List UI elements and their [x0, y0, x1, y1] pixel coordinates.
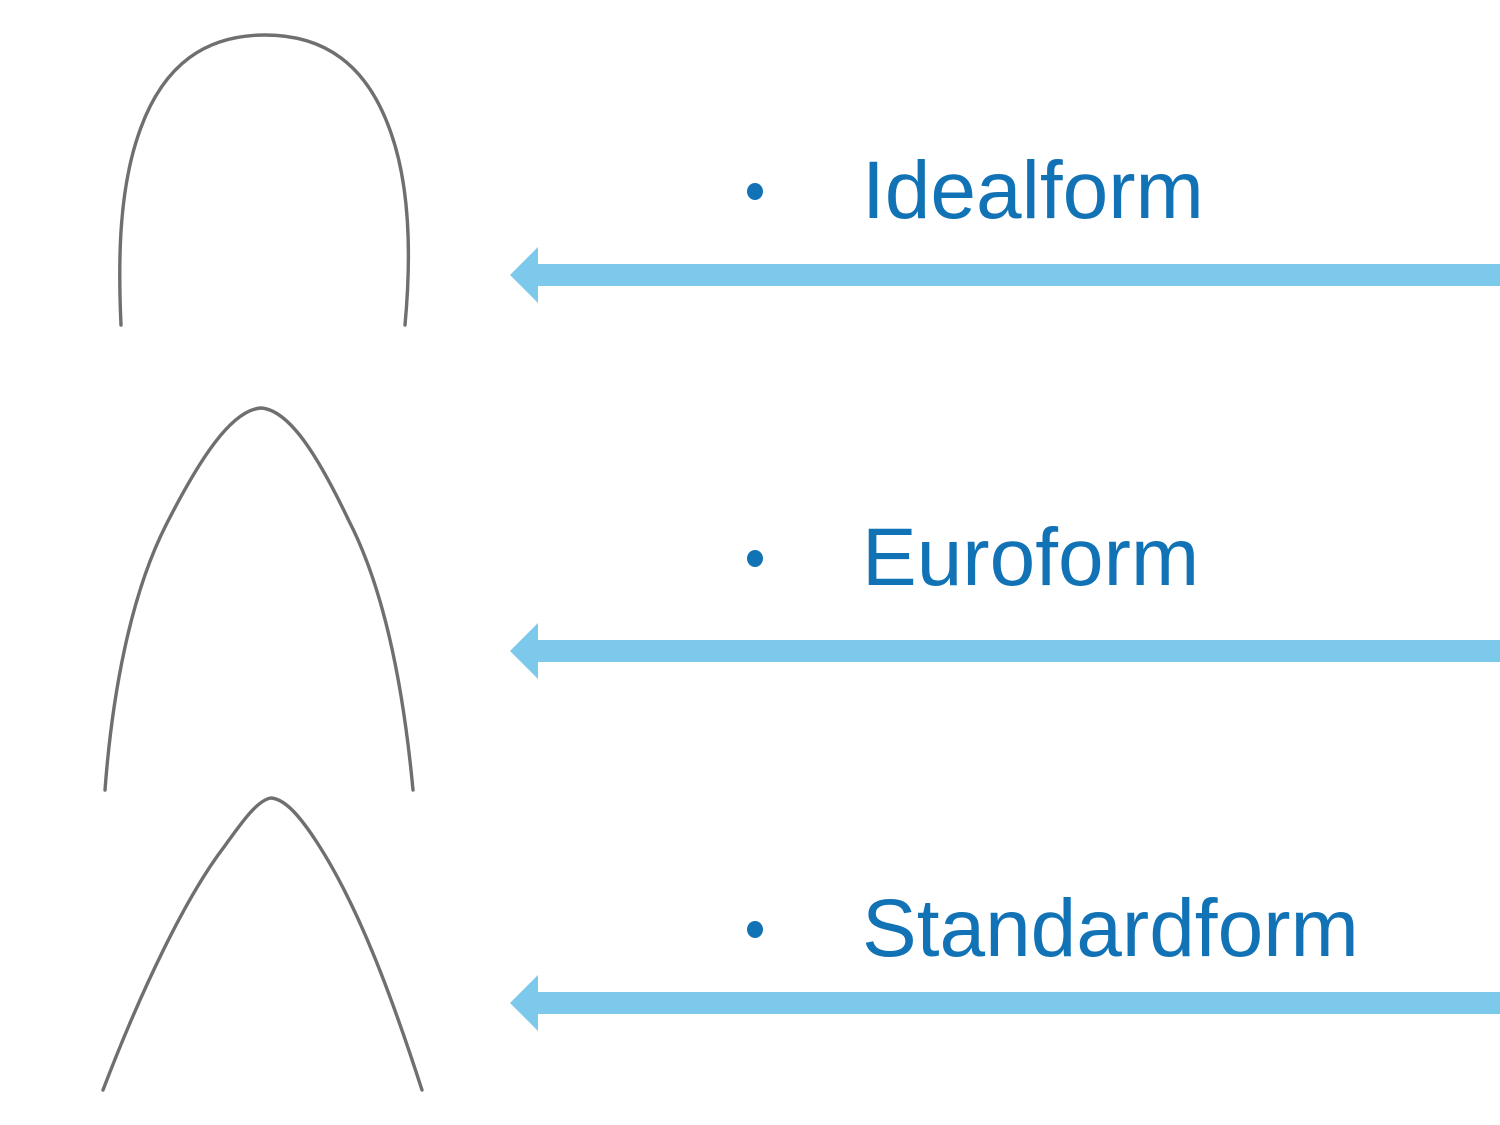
list-item-euroform: Euroform	[747, 510, 1199, 606]
euroform-label: Euroform	[862, 512, 1200, 603]
standardform-label: Standardform	[862, 883, 1359, 974]
left-arrow-icon	[510, 623, 1500, 679]
list-item-idealform: Idealform	[747, 143, 1204, 239]
euroform-archwire-image	[103, 406, 415, 792]
left-arrow-icon	[510, 975, 1500, 1031]
bullet-icon	[747, 182, 763, 200]
idealform-archwire-image	[118, 33, 411, 327]
left-arrow-icon	[510, 247, 1500, 303]
bullet-icon	[747, 549, 763, 567]
list-item-standardform: Standardform	[747, 881, 1359, 977]
bullet-icon	[747, 920, 763, 938]
idealform-label: Idealform	[862, 145, 1204, 236]
standardform-archwire-image	[101, 796, 424, 1092]
